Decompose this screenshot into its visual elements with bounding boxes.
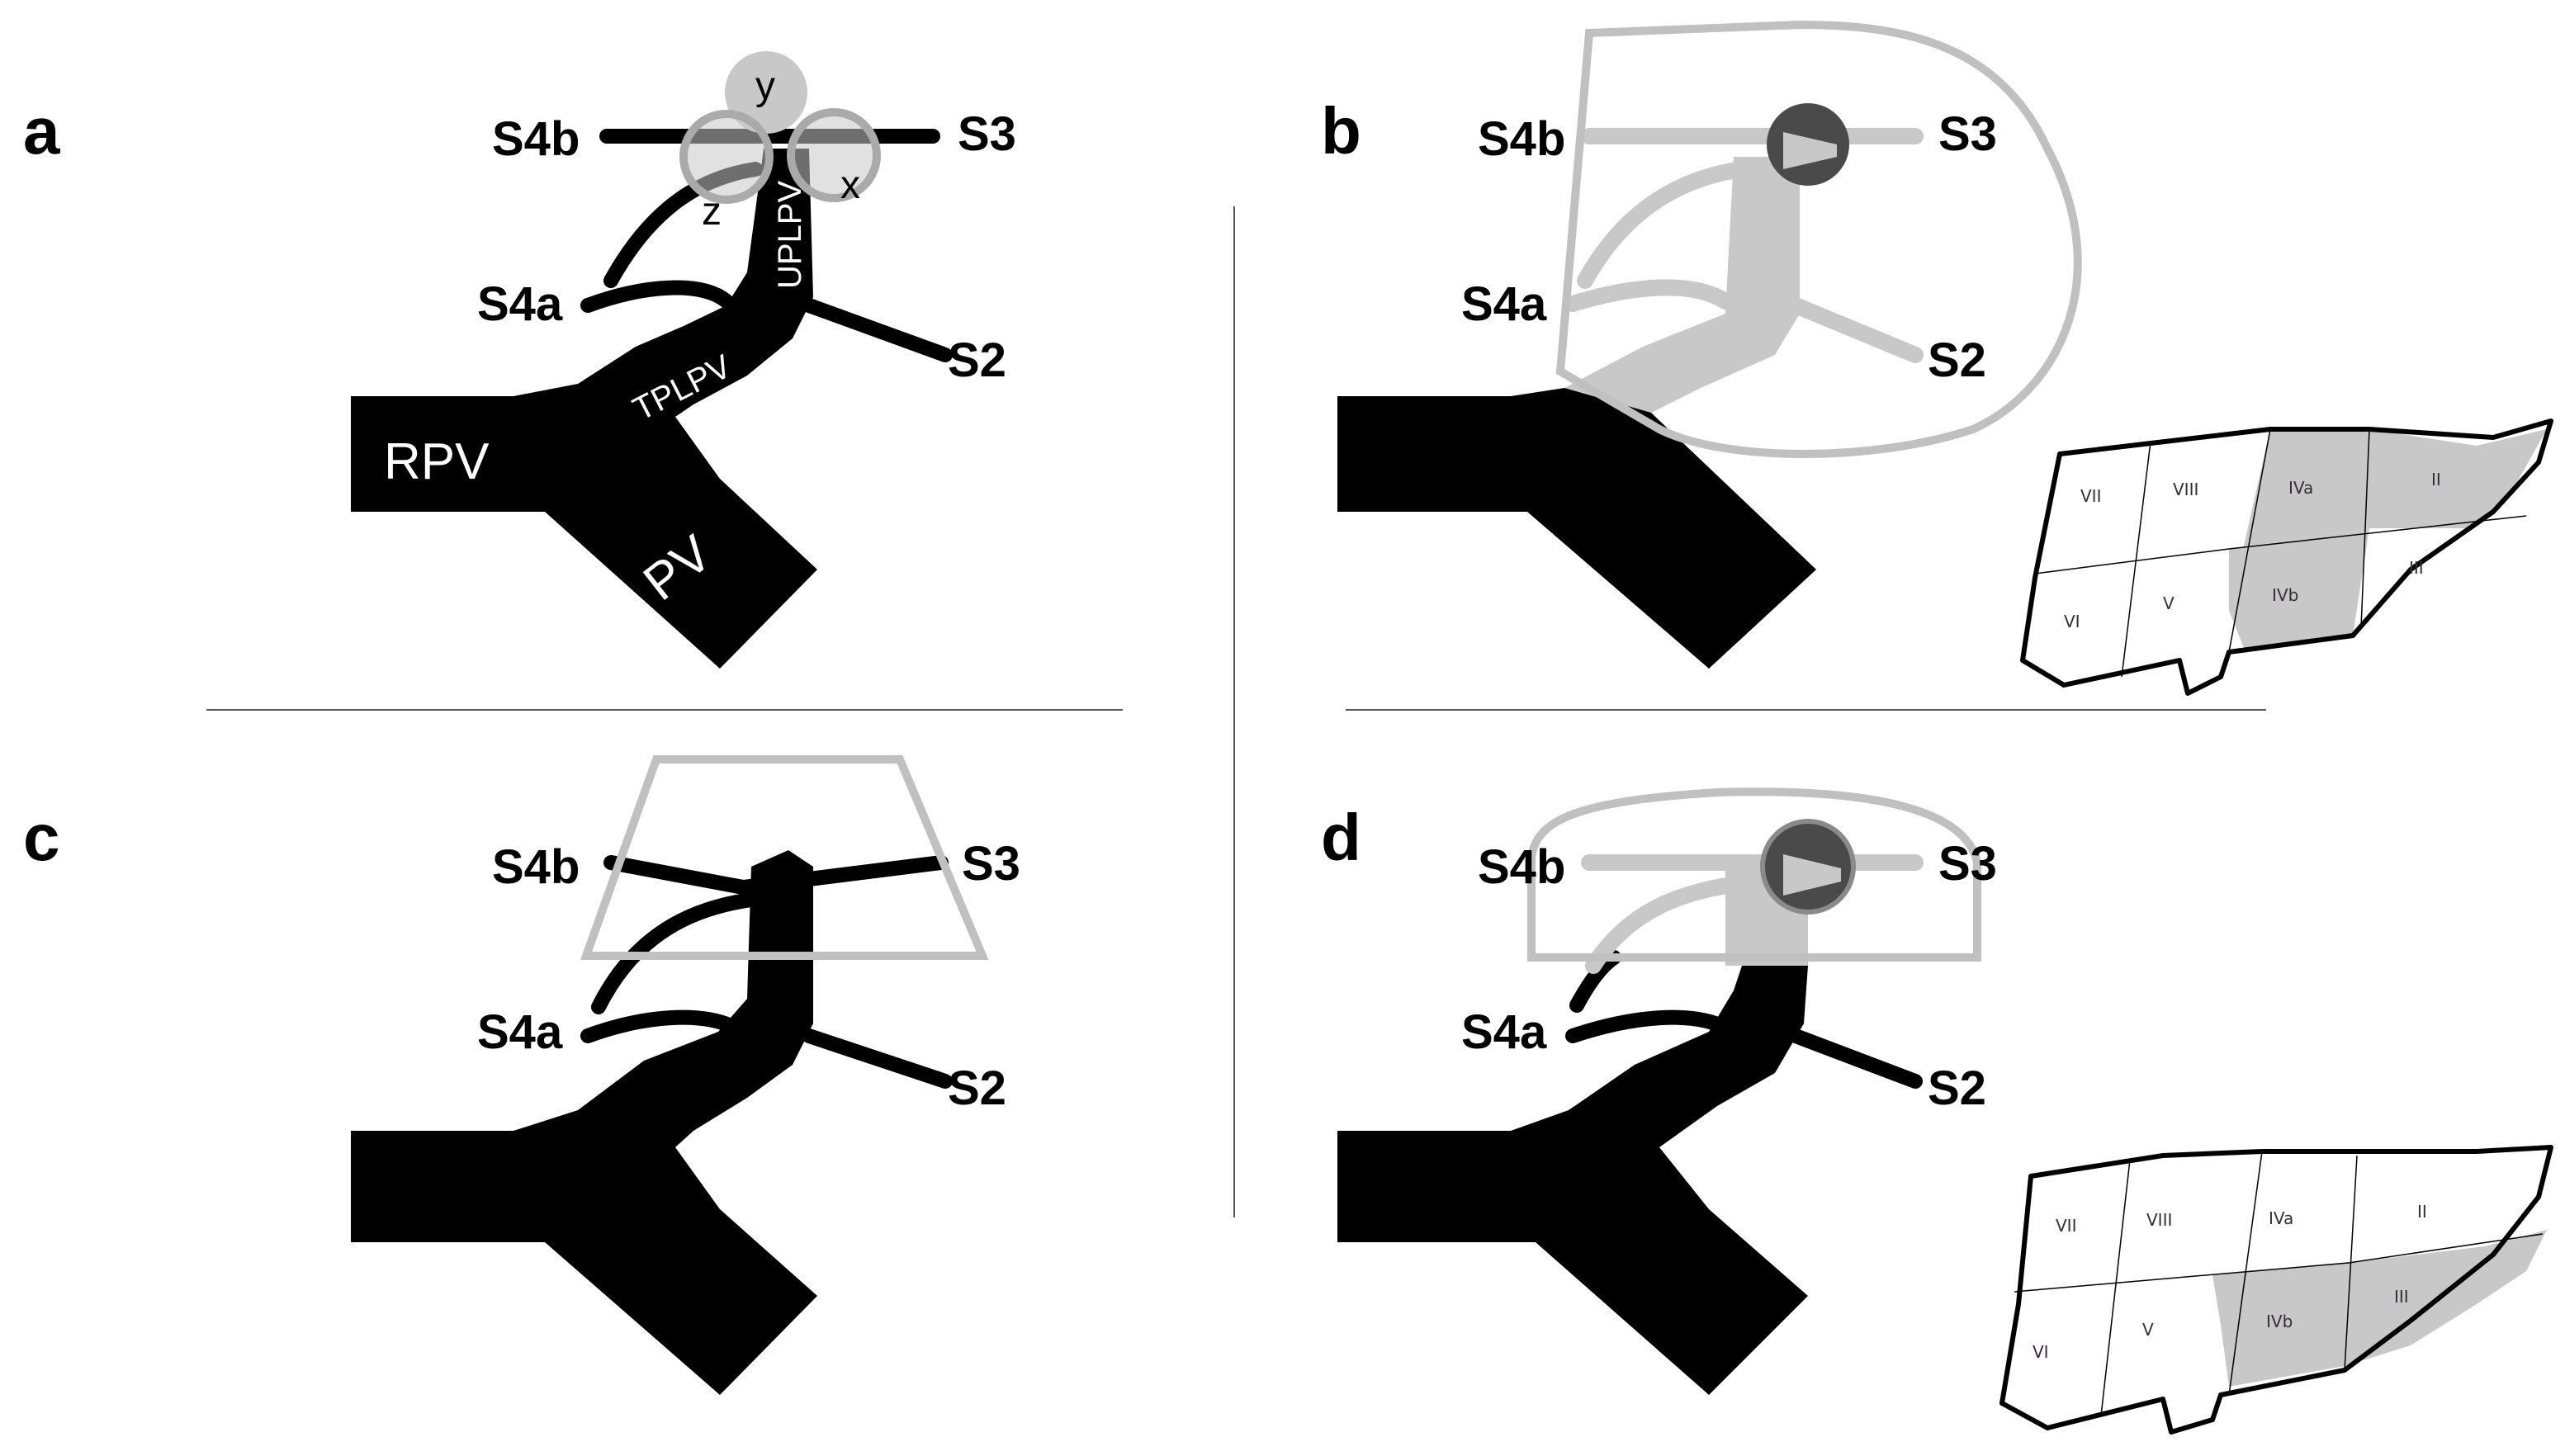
liver-map-d: VII VIII IVa II VI V IVb III bbox=[1999, 1145, 2553, 1435]
label-s2-a: S2 bbox=[948, 333, 1006, 387]
markers-a: y z x bbox=[679, 51, 881, 234]
branch-s4a-upper-c bbox=[591, 892, 759, 1014]
label-s4b-a: S4b bbox=[492, 112, 580, 166]
seg-vii-b: VII bbox=[2080, 486, 2101, 506]
panel-letter-d: d bbox=[1321, 801, 1361, 874]
seg-iva-b: IVa bbox=[2288, 478, 2313, 498]
label-s4b-d: S4b bbox=[1478, 840, 1565, 894]
remaining-vein-b bbox=[1337, 376, 1816, 669]
portal-vein-a bbox=[351, 149, 817, 669]
panel-d: d S4b S3 S4a S2 bbox=[1321, 787, 2553, 1435]
resection-outline-c bbox=[580, 755, 989, 960]
label-s4a-a: S4a bbox=[477, 277, 563, 331]
label-uplpv: UPLPV bbox=[772, 181, 808, 289]
seg-viii-b: VIII bbox=[2173, 480, 2198, 499]
branch-s4b-s3-c bbox=[603, 855, 949, 896]
label-s2-d: S2 bbox=[1928, 1061, 1986, 1115]
seg-vii-d: VII bbox=[2056, 1216, 2076, 1236]
seg-iii-b: III bbox=[2409, 558, 2424, 578]
resection-outline-b bbox=[1555, 20, 2082, 458]
seg-ii-b: II bbox=[2431, 470, 2441, 489]
portal-vein-c bbox=[351, 850, 817, 1395]
marker-label-z: z bbox=[702, 190, 722, 234]
panel-letter-b: b bbox=[1321, 94, 1361, 168]
marker-label-y: y bbox=[755, 64, 775, 108]
marker-label-x: x bbox=[840, 163, 860, 207]
seg-vi-b: VI bbox=[2064, 612, 2080, 631]
branch-s4a-c bbox=[580, 1009, 742, 1043]
panel-dividers bbox=[206, 206, 2266, 1217]
label-s3-b: S3 bbox=[1938, 107, 1997, 161]
resection-outline-d bbox=[1527, 787, 1981, 962]
liver-map-b: VII VIII IVa II VI V IVb III bbox=[2020, 418, 2553, 696]
seg-iii-d: III bbox=[2394, 1287, 2409, 1307]
panel-a: a y z x S4b S3 S4a S2 RPV PV TPLPV UPLPV bbox=[23, 51, 1016, 669]
seg-ivb-b: IVb bbox=[2272, 585, 2298, 605]
seg-v-d: V bbox=[2142, 1320, 2154, 1340]
liver-outline-d bbox=[1999, 1145, 2553, 1435]
seg-ivb-d: IVb bbox=[2266, 1312, 2293, 1331]
branches-c bbox=[580, 855, 953, 1089]
label-s4b-b: S4b bbox=[1478, 112, 1565, 166]
panel-letter-a: a bbox=[23, 94, 60, 168]
marker-x bbox=[787, 108, 881, 202]
label-s4a-b: S4a bbox=[1461, 277, 1547, 331]
branch-s2-c bbox=[802, 1028, 953, 1089]
remaining-vein-d bbox=[1337, 966, 1808, 1395]
panel-letter-c: c bbox=[23, 801, 60, 874]
label-s3-d: S3 bbox=[1938, 837, 1997, 891]
branch-s2-a bbox=[802, 298, 953, 362]
seg-viii-d: VIII bbox=[2146, 1210, 2172, 1230]
label-s2-b: S2 bbox=[1928, 333, 1986, 387]
occlusion-marker-b bbox=[1767, 103, 1849, 186]
label-s3-a: S3 bbox=[958, 107, 1016, 161]
seg-v-b: V bbox=[2163, 593, 2175, 613]
occlusion-marker-d bbox=[1760, 819, 1856, 915]
label-s3-c: S3 bbox=[962, 837, 1020, 891]
label-s2-c: S2 bbox=[948, 1061, 1006, 1115]
resected-vessels-d bbox=[1581, 854, 1924, 974]
seg-vi-d: VI bbox=[2033, 1342, 2049, 1362]
marker-y bbox=[725, 51, 807, 134]
branch-s4a-a bbox=[580, 280, 734, 313]
liver-outline-b bbox=[2020, 418, 2553, 696]
label-s4a-c: S4a bbox=[477, 1005, 563, 1059]
panel-b: b S4b S3 S4a S2 bbox=[1321, 20, 2553, 696]
label-s4b-c: S4b bbox=[492, 840, 580, 894]
seg-ii-d: II bbox=[2417, 1202, 2427, 1222]
resected-vessels-b bbox=[1564, 128, 1924, 413]
panel-c: c S4b S3 S4a S2 bbox=[23, 755, 1020, 1395]
marker-z bbox=[679, 110, 774, 204]
label-s4a-d: S4a bbox=[1461, 1005, 1547, 1059]
label-rpv: RPV bbox=[384, 433, 490, 490]
seg-iva-d: IVa bbox=[2269, 1208, 2293, 1228]
